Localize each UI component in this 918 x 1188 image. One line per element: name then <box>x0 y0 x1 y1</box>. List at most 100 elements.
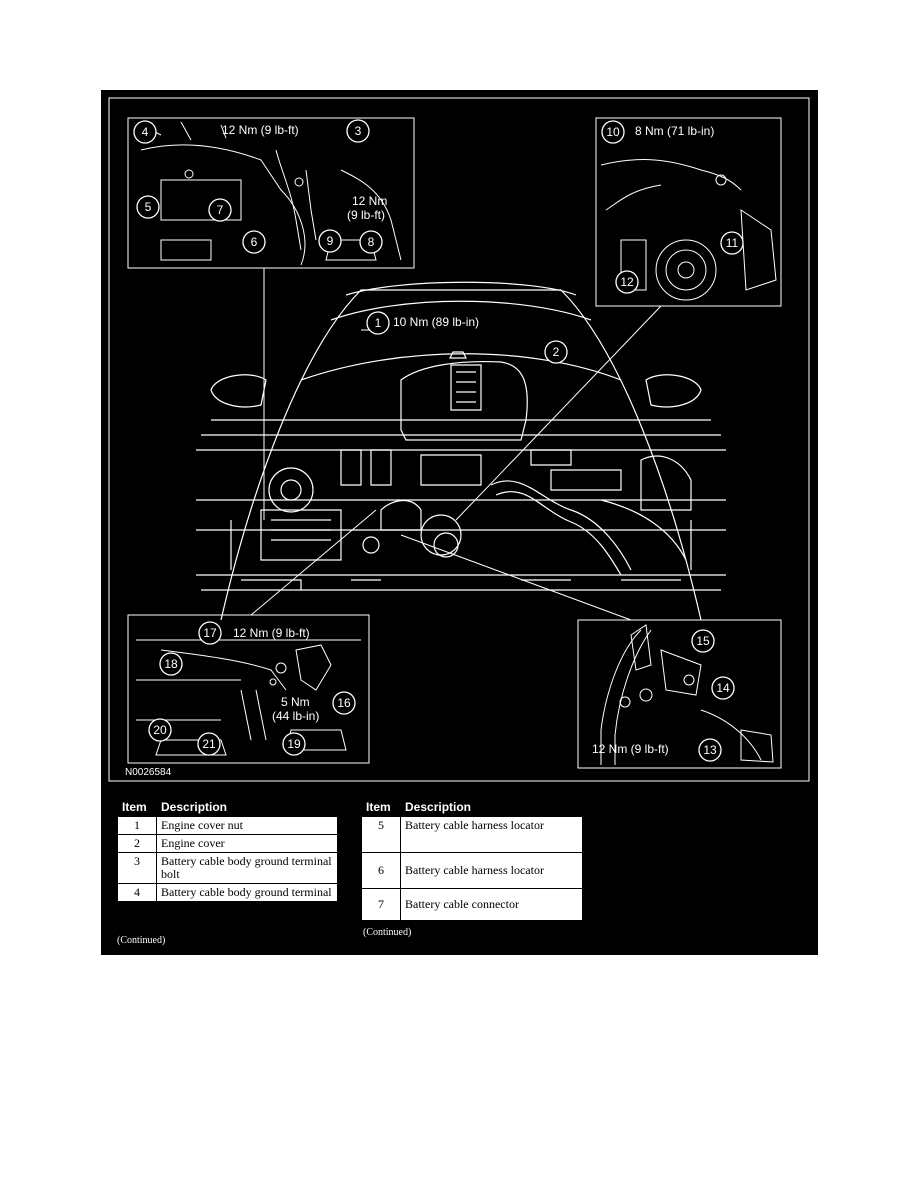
torque-17: 12 Nm (9 lb-ft) <box>233 626 310 640</box>
torque-10: 8 Nm (71 lb-in) <box>635 124 714 138</box>
table-row: 2 Engine cover <box>117 834 338 853</box>
item-number: 2 <box>117 834 157 853</box>
callout-number: 13 <box>703 743 717 757</box>
item-number: 3 <box>117 852 157 884</box>
callout-number: 16 <box>337 696 351 710</box>
callout-number: 12 <box>620 275 634 289</box>
callout-circle <box>711 676 735 700</box>
callout-2: 2 <box>544 340 568 364</box>
callout-18: 18 <box>159 652 183 676</box>
callout-number: 18 <box>164 657 178 671</box>
item-description: Battery cable connector <box>400 888 583 921</box>
callout-circle <box>136 195 160 219</box>
callout-number: 17 <box>203 626 217 640</box>
callout-number: 15 <box>696 634 710 648</box>
table-row: 1 Engine cover nut <box>117 816 338 835</box>
col-item-header: Item <box>361 797 401 817</box>
callout-circle <box>133 120 157 144</box>
callout-16: 16 <box>332 691 356 715</box>
callout-circle <box>148 718 172 742</box>
callout-13: 13 <box>698 738 722 762</box>
item-description: Engine cover nut <box>156 816 338 835</box>
callout-8: 8 <box>359 230 383 254</box>
callout-4: 4 <box>133 120 157 144</box>
callout-circle <box>242 230 266 254</box>
item-number: 6 <box>361 852 401 889</box>
callout-number: 2 <box>553 345 560 359</box>
callout-number: 20 <box>153 723 167 737</box>
callout-19: 19 <box>282 732 306 756</box>
callout-9: 9 <box>318 229 342 253</box>
callout-15: 15 <box>691 629 715 653</box>
callout-circle <box>366 311 390 335</box>
table-header-row: Item Description <box>117 797 338 817</box>
callout-circle <box>282 732 306 756</box>
items-table-left: Item Description 1 Engine cover nut 2 En… <box>117 797 338 902</box>
item-description: Engine cover <box>156 834 338 853</box>
callout-circle <box>332 691 356 715</box>
callout-circle <box>544 340 568 364</box>
item-number: 1 <box>117 816 157 835</box>
torque-19-line1: 5 Nm <box>281 695 310 709</box>
torque-labels: 12 Nm (9 lb-ft) 12 Nm (9 lb-ft) 8 Nm (71… <box>222 123 714 756</box>
callout-17: 17 <box>198 621 222 645</box>
figure-id: N0026584 <box>125 767 172 778</box>
callout-number: 5 <box>145 200 152 214</box>
items-table-right: Item Description 5 Battery cable harness… <box>361 797 583 921</box>
torque-19-line2: (44 lb-in) <box>272 709 319 723</box>
callout-circle <box>615 270 639 294</box>
torque-3: 12 Nm (9 lb-ft) <box>222 123 299 137</box>
callout-circle <box>698 738 722 762</box>
torque-1: 10 Nm (89 lb-in) <box>393 315 479 329</box>
item-description: Battery cable body ground terminal bolt <box>156 852 338 884</box>
callout-10: 10 <box>601 120 625 144</box>
callout-number: 19 <box>287 737 301 751</box>
callout-number: 11 <box>726 236 739 250</box>
callout-circle <box>208 198 232 222</box>
col-description-header: Description <box>156 797 338 817</box>
callout-circle <box>197 732 221 756</box>
callout-circle <box>720 231 744 255</box>
torque-13: 12 Nm (9 lb-ft) <box>592 742 669 756</box>
inset-bottom-right <box>577 619 782 769</box>
callout-circle <box>198 621 222 645</box>
item-number: 4 <box>117 883 157 902</box>
inset-bottom-left <box>127 614 370 764</box>
inset-top-right <box>595 117 782 307</box>
item-description: Battery cable harness locator <box>400 852 583 889</box>
callout-number: 6 <box>251 235 258 249</box>
table-header-row: Item Description <box>361 797 583 817</box>
inset-top-left <box>127 117 415 269</box>
callout-number: 9 <box>327 234 334 248</box>
item-description: Battery cable harness locator <box>400 816 583 853</box>
callout-circle <box>601 120 625 144</box>
leader-lines <box>250 268 662 621</box>
table-row: 3 Battery cable body ground terminal bol… <box>117 852 338 884</box>
continued-left: (Continued) <box>117 935 166 946</box>
callout-21: 21 <box>197 732 221 756</box>
callout-number: 1 <box>375 316 382 330</box>
callout-3: 3 <box>346 119 370 143</box>
callout-circle <box>318 229 342 253</box>
table-row: 7 Battery cable connector <box>361 888 583 921</box>
callout-number: 3 <box>355 124 362 138</box>
callout-number: 21 <box>202 737 216 751</box>
item-number: 7 <box>361 888 401 921</box>
item-number: 5 <box>361 816 401 853</box>
continued-right: (Continued) <box>363 927 412 938</box>
table-row: 5 Battery cable harness locator <box>361 816 583 853</box>
callout-11: 11 <box>720 231 744 255</box>
callout-circle <box>159 652 183 676</box>
item-description: Battery cable body ground terminal <box>156 883 338 902</box>
callout-7: 7 <box>208 198 232 222</box>
callout-14: 14 <box>711 676 735 700</box>
torque-8-line1: 12 Nm <box>352 194 387 208</box>
callout-number: 7 <box>217 203 224 217</box>
table-row: 4 Battery cable body ground terminal <box>117 883 338 902</box>
callout-5: 5 <box>136 195 160 219</box>
table-row: 6 Battery cable harness locator <box>361 852 583 889</box>
col-description-header: Description <box>400 797 583 817</box>
engine-illustration: 12 Nm (9 lb-ft) 12 Nm (9 lb-ft) 8 Nm (71… <box>108 97 810 782</box>
callout-circle <box>691 629 715 653</box>
